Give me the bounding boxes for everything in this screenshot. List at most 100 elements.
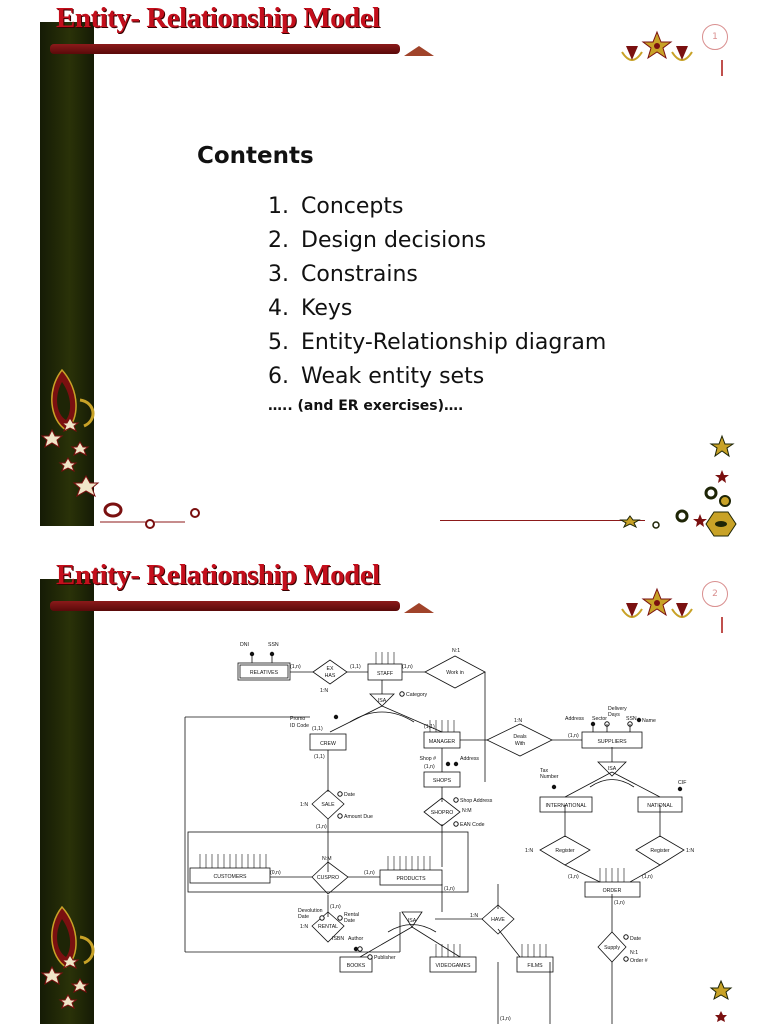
svg-text:Days: Days <box>608 712 620 718</box>
entity-label: SUPPLIERS <box>597 739 627 745</box>
svg-text:Number: Number <box>540 774 559 780</box>
slide-title: Entity- Relationship Model <box>56 2 380 34</box>
svg-text:1:N: 1:N <box>300 802 308 808</box>
divider-tick <box>721 617 723 633</box>
svg-text:(1,1): (1,1) <box>314 754 325 760</box>
svg-text:N:1: N:1 <box>452 648 460 654</box>
svg-text:(1,n): (1,n) <box>642 874 653 880</box>
svg-text:HAVE: HAVE <box>491 917 505 923</box>
floral-ornament-left <box>40 905 95 1010</box>
svg-text:Supply: Supply <box>604 945 620 951</box>
table-of-contents: 1. Concepts 2. Design decisions 3.Constrai… <box>268 190 606 394</box>
star-ornament-right <box>709 979 733 1022</box>
svg-text:Devolution: Devolution <box>298 908 323 914</box>
svg-text:(1,n): (1,n) <box>316 824 327 830</box>
divider-tick <box>721 60 723 76</box>
svg-text:(1,n): (1,n) <box>444 886 455 892</box>
svg-text:(1,1): (1,1) <box>424 724 435 730</box>
svg-text:EAN Code: EAN Code <box>460 822 485 828</box>
er-diagram: RELATIVES STAFF CREW MANAGER SUPPLIERS S… <box>184 642 694 1024</box>
svg-text:ISA: ISA <box>378 698 387 704</box>
entity-label: RELATIVES <box>250 670 279 676</box>
svg-text:1:N: 1:N <box>300 924 308 930</box>
svg-text:SSN: SSN <box>268 642 279 648</box>
entity-label: CREW <box>320 741 336 747</box>
svg-text:CUSPRO: CUSPRO <box>317 875 339 881</box>
svg-text:(1,n): (1,n) <box>364 870 375 876</box>
svg-text:(1,1): (1,1) <box>350 664 361 670</box>
toc-item: 1. Concepts <box>268 190 606 224</box>
toc-number: 3. <box>268 262 289 287</box>
svg-text:(1,n): (1,n) <box>614 900 625 906</box>
toc-label: Concepts <box>301 194 404 219</box>
corner-ornament <box>621 587 693 618</box>
svg-text:SHOPRO: SHOPRO <box>431 810 453 816</box>
toc-item: 2. Design decisions <box>268 224 606 258</box>
entity-label: VIDEOGAMES <box>436 963 471 969</box>
toc-label: Entity-Relationship diagram <box>301 330 607 355</box>
toc-number: 4. <box>268 296 289 321</box>
svg-text:Delivery: Delivery <box>608 706 627 712</box>
slide-title: Entity- Relationship Model <box>56 559 380 591</box>
svg-text:(1,n): (1,n) <box>290 664 301 670</box>
svg-text:ISA: ISA <box>408 918 417 924</box>
toc-item: 3.Constrains <box>268 258 606 292</box>
svg-text:Shop #: Shop # <box>420 756 437 762</box>
svg-text:Rental: Rental <box>344 912 359 918</box>
toc-item: 5.Entity-Relationship diagram <box>268 326 606 360</box>
toc-number: 1. <box>268 194 289 219</box>
svg-text:N:1: N:1 <box>630 950 638 956</box>
svg-text:Publisher: Publisher <box>374 955 396 961</box>
svg-text:Order #: Order # <box>630 958 648 964</box>
entity-label: MANAGER <box>429 739 455 745</box>
toc-label: Weak entity sets <box>301 364 485 389</box>
svg-text:(1,n): (1,n) <box>568 874 579 880</box>
svg-text:(1,1): (1,1) <box>312 726 323 732</box>
svg-text:Date: Date <box>298 914 309 920</box>
svg-text:(1,n): (1,n) <box>424 764 435 770</box>
exercises-note: ….. (and ER exercises)…. <box>268 398 464 414</box>
triangle-ornament <box>404 46 434 56</box>
title-underline-bar <box>50 44 400 54</box>
svg-text:Author: Author <box>348 936 364 942</box>
svg-text:Promo: Promo <box>290 716 305 722</box>
toc-number: 6. <box>268 364 289 389</box>
title-underline-bar <box>50 601 400 611</box>
entity-label: STAFF <box>377 671 393 677</box>
svg-text:Date: Date <box>344 792 355 798</box>
svg-text:Sector: Sector <box>592 716 607 722</box>
svg-text:SSN: SSN <box>626 716 637 722</box>
svg-text:1:N: 1:N <box>320 688 328 694</box>
svg-text:Name: Name <box>642 718 656 724</box>
entity-label: CUSTOMERS <box>213 874 247 880</box>
svg-text:Date: Date <box>344 918 355 924</box>
svg-text:1:N: 1:N <box>525 848 533 854</box>
toc-number: 2. <box>268 228 289 253</box>
svg-text:Address: Address <box>460 756 479 762</box>
svg-text:Register: Register <box>650 848 670 854</box>
svg-text:With: With <box>515 741 525 747</box>
slide-1: Entity- Relationship Model 1 Contents 1.… <box>40 2 737 537</box>
svg-text:DNI: DNI <box>240 642 249 648</box>
entity-label: INTERNATIONAL <box>545 803 586 809</box>
contents-heading: Contents <box>197 143 314 169</box>
svg-text:(0,n): (0,n) <box>270 870 281 876</box>
svg-text:Shop Address: Shop Address <box>460 798 493 804</box>
svg-text:(1,n): (1,n) <box>402 664 413 670</box>
svg-text:ISA: ISA <box>608 766 617 772</box>
svg-text:Deals: Deals <box>513 734 527 740</box>
toc-label: Design decisions <box>301 228 487 253</box>
entity-label: SHOPS <box>433 778 452 784</box>
entity-label: BOOKS <box>347 963 366 969</box>
triangle-ornament <box>404 603 434 613</box>
svg-text:Register: Register <box>555 848 575 854</box>
svg-text:HAS: HAS <box>325 673 336 679</box>
svg-text:CIF: CIF <box>678 780 686 786</box>
page-number: 2 <box>702 581 728 607</box>
bottom-divider-line <box>440 520 645 521</box>
svg-text:(1,n): (1,n) <box>500 1016 511 1022</box>
svg-text:ISBN: ISBN <box>332 936 344 942</box>
svg-text:Tax: Tax <box>540 768 548 774</box>
page-number: 1 <box>702 24 728 50</box>
svg-text:Date: Date <box>630 936 641 942</box>
